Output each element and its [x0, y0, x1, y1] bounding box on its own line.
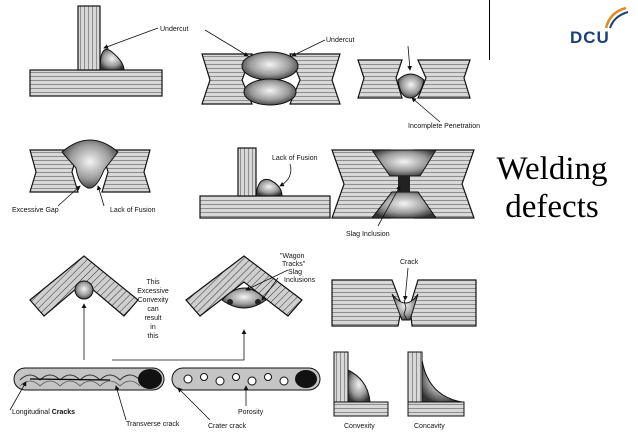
- wagon-line: "Wagon: [280, 253, 305, 260]
- fillet-wagon-tracks-figure: [185, 255, 303, 317]
- label-slag-inclusion: Slag Inclusion: [346, 231, 390, 238]
- longitudinal-cracks-bead-figure: [9, 367, 165, 421]
- label-crack: Crack: [400, 259, 419, 266]
- label-undercut-left: Undercut: [160, 26, 188, 33]
- label-longitudinal: Longitudinal: [12, 409, 52, 416]
- convexity-line: This: [146, 279, 160, 286]
- tjoint-undercut-figure: [29, 5, 163, 97]
- divider: [489, 0, 490, 60]
- label-porosity: Porosity: [238, 409, 264, 416]
- logo-text: DCU: [570, 28, 610, 47]
- logo-swoosh-icon: [604, 6, 629, 29]
- title-line-1: Welding: [496, 151, 608, 187]
- convexity-concavity-figure: [333, 351, 465, 417]
- crack-figure: [331, 267, 477, 327]
- excessive-gap-figure: [29, 139, 151, 207]
- dcu-logo: DCU: [566, 2, 632, 50]
- fillet-convexity-figure: [29, 255, 247, 361]
- label-excessive-convexity: This Excessive Convexity can result in t…: [137, 279, 169, 340]
- double-v-slag-inclusion-figure: [331, 149, 475, 227]
- label-incomplete-penetration: Incomplete Penetration: [408, 123, 480, 130]
- convexity-line: in: [150, 324, 156, 331]
- label-crater-crack: Crater crack: [208, 423, 247, 430]
- convexity-line: Excessive: [137, 288, 169, 295]
- wagon-line: Slag: [288, 269, 302, 276]
- incomplete-penetration-figure: [357, 45, 471, 123]
- tjoint-lack-of-fusion-figure: [199, 147, 331, 219]
- label-longitudinal-cracks: Longitudinal Cracks: [12, 409, 75, 416]
- convexity-line: can: [147, 306, 158, 313]
- label-undercut-right: Undercut: [326, 37, 354, 44]
- label-convexity: Convexity: [344, 423, 375, 430]
- wagon-line: Inclusions: [284, 277, 316, 284]
- label-wagon-tracks: "Wagon Tracks" Slag Inclusions: [280, 253, 316, 284]
- label-excessive-gap: Excessive Gap: [12, 207, 59, 214]
- porosity-bead-figure: [171, 367, 321, 421]
- label-concavity: Concavity: [414, 423, 445, 430]
- label-cracks: Cracks: [52, 409, 75, 416]
- convexity-line: Convexity: [138, 297, 169, 304]
- wagon-line: Tracks": [282, 261, 306, 268]
- label-lack-of-fusion-top: Lack of Fusion: [272, 155, 318, 162]
- label-lack-of-fusion-left: Lack of Fusion: [110, 207, 156, 214]
- title-line-2: defects: [505, 189, 599, 225]
- convexity-line: this: [148, 333, 159, 340]
- label-transverse-crack: Transverse crack: [126, 421, 180, 428]
- slide-title: Welding defects: [487, 150, 617, 226]
- butt-undercut-figure: [201, 29, 341, 106]
- convexity-line: result: [144, 315, 161, 322]
